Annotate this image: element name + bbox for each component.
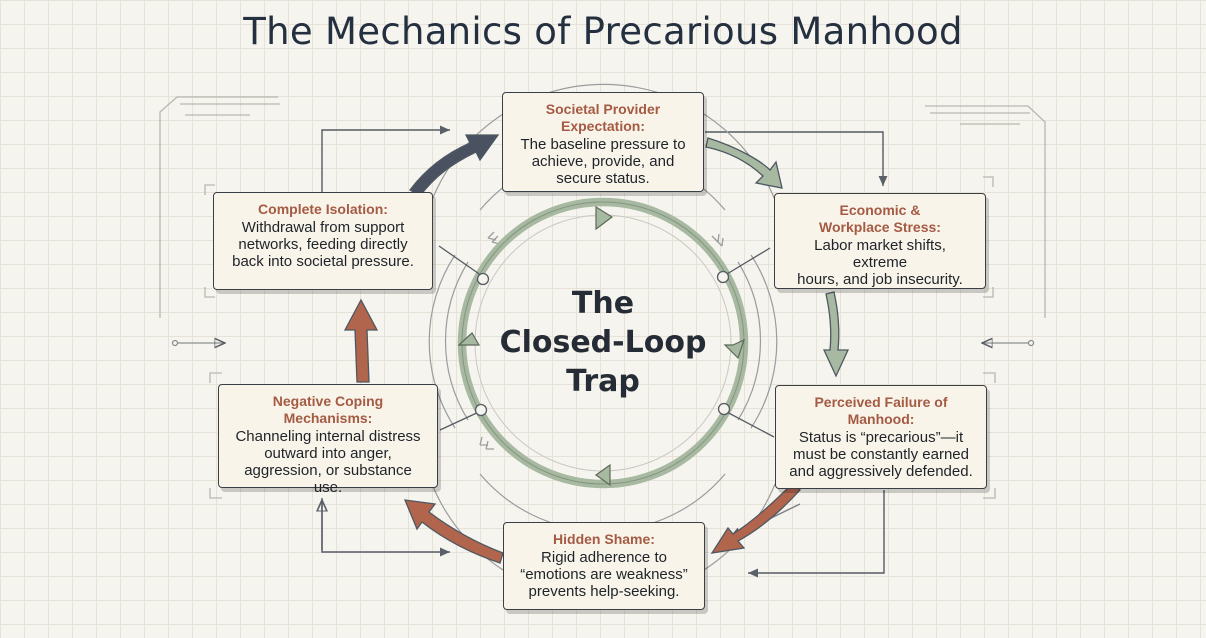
node-description: Labor market shifts, extreme hours, and … [797, 237, 963, 288]
node-description: Withdrawal from support networks, feedin… [232, 219, 414, 270]
node-description: Rigid adherence to “emotions are weaknes… [520, 549, 688, 600]
node-societal-provider-expectation[interactable]: Societal Provider Expectation: The basel… [502, 92, 704, 192]
center-label: The Closed-Loop Trap [499, 286, 707, 399]
node-title: Complete Isolation: [258, 201, 388, 217]
ring-connectors [438, 245, 775, 438]
node-economic-workplace-stress[interactable]: Economic & Workplace Stress: Labor marke… [774, 193, 986, 289]
node-perceived-failure-of-manhood[interactable]: Perceived Failure of Manhood: Status is … [775, 385, 987, 489]
node-title: Perceived Failure of Manhood: [814, 394, 948, 427]
side-connectors [171, 341, 1035, 346]
ring-arrowheads [457, 205, 746, 487]
node-title: Societal Provider Expectation: [545, 101, 661, 134]
node-description: Channeling internal distress outward int… [235, 428, 421, 496]
node-hidden-shame[interactable]: Hidden Shame: Rigid adherence to “emotio… [503, 522, 705, 610]
node-title: Negative Coping Mechanisms: [272, 393, 384, 426]
node-description: Status is “precarious”—it must be consta… [789, 429, 973, 480]
arc-chevrons [479, 231, 724, 450]
node-negative-coping-mechanisms[interactable]: Negative Coping Mechanisms: Channeling i… [218, 384, 438, 496]
page-title: The Mechanics of Precarious Manhood [243, 10, 963, 53]
node-complete-isolation[interactable]: Complete Isolation: Withdrawal from supp… [213, 192, 433, 290]
decorative-brackets [159, 96, 1046, 499]
node-title: Hidden Shame: [553, 531, 655, 547]
node-title: Economic & Workplace Stress: [819, 202, 941, 235]
node-description: The baseline pressure to achieve, provid… [520, 136, 686, 187]
stage-arrows [343, 134, 850, 564]
